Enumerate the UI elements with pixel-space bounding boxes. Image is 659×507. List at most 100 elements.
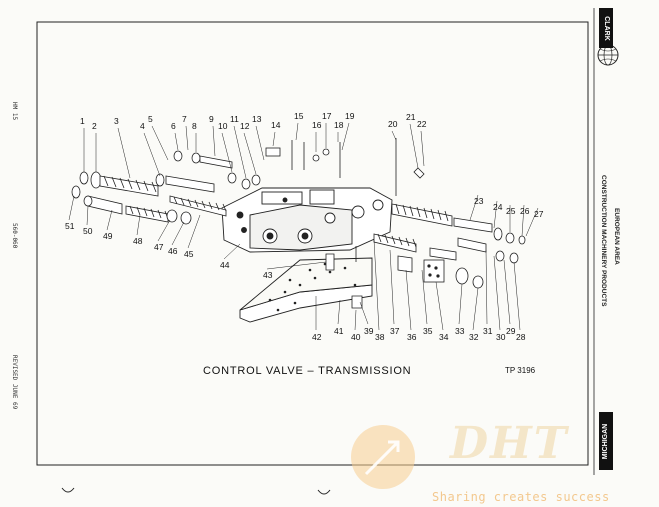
- watermark-brand: DHT: [450, 418, 569, 469]
- lower-small-parts: [325, 246, 363, 309]
- callout-1: 1: [80, 116, 85, 126]
- leader-line-36: [405, 269, 412, 331]
- callout-48: 48: [133, 236, 143, 246]
- leader-line-30: [493, 255, 501, 331]
- callout-51: 51: [65, 221, 75, 231]
- base-plate: [239, 257, 373, 323]
- callout-13: 13: [252, 114, 262, 124]
- callout-25: 25: [506, 206, 516, 216]
- leader-line-5: [151, 125, 169, 161]
- callout-20: 20: [388, 119, 398, 129]
- leader-line-46: [171, 221, 185, 246]
- leader-line-29: [503, 259, 511, 325]
- callout-37: 37: [390, 326, 400, 336]
- callout-29: 29: [506, 326, 516, 336]
- leader-line-27: [525, 207, 539, 237]
- callout-34: 34: [439, 332, 449, 342]
- leader-line-3: [117, 127, 131, 179]
- callout-42: 42: [312, 332, 322, 342]
- callout-8: 8: [192, 121, 197, 131]
- margin-hm-code: HM 15: [11, 102, 18, 121]
- watermark-logo-icon: [351, 425, 415, 489]
- leader-line-12: [243, 132, 257, 175]
- callout-47: 47: [154, 242, 164, 252]
- leader-line-45: [187, 214, 201, 249]
- leader-line-31: [485, 249, 488, 325]
- michigan-brand-text: MICHIGAN: [602, 423, 610, 459]
- leader-line-13: [255, 125, 265, 161]
- leader-line-40: [354, 309, 357, 331]
- callout-17: 17: [322, 111, 332, 121]
- leader-line-43: [266, 261, 327, 270]
- diagram-title: CONTROL VALVE – TRANSMISSION: [203, 365, 412, 377]
- leader-line-50: [86, 205, 89, 226]
- callout-26: 26: [520, 206, 530, 216]
- callout-40: 40: [351, 332, 361, 342]
- callout-2: 2: [92, 121, 97, 131]
- valve-body: [221, 187, 393, 253]
- callout-31: 31: [483, 326, 493, 336]
- callout-43: 43: [263, 270, 273, 280]
- right-components: [373, 138, 526, 289]
- margin-part-code: 560-060: [11, 223, 18, 249]
- leader-line-47: [157, 219, 171, 242]
- leader-line-44: [223, 243, 241, 260]
- leader-line-14: [272, 131, 276, 147]
- callout-9: 9: [209, 114, 214, 124]
- leader-line-22: [420, 130, 425, 167]
- callout-10: 10: [218, 121, 228, 131]
- callout-4: 4: [140, 121, 145, 131]
- leader-line-10: [221, 132, 233, 173]
- callout-15: 15: [294, 111, 304, 121]
- callout-39: 39: [364, 326, 374, 336]
- callout-12: 12: [240, 121, 250, 131]
- leader-line-51: [68, 195, 75, 221]
- leader-line-28: [513, 261, 521, 331]
- header-european-area: EUROPEAN AREA: [613, 208, 620, 265]
- callout-30: 30: [496, 332, 506, 342]
- callout-5: 5: [148, 114, 153, 124]
- header-construction-products: CONSTRUCTION MACHINERY PRODUCTS: [600, 175, 607, 307]
- callout-35: 35: [423, 326, 433, 336]
- leader-line-11: [233, 125, 247, 179]
- leader-line-19: [341, 122, 350, 151]
- callout-3: 3: [114, 116, 119, 126]
- leader-line-26: [521, 204, 525, 237]
- leader-line-49: [106, 209, 113, 231]
- callout-16: 16: [312, 120, 322, 130]
- margin-revision: REVISED JUNE 69: [11, 355, 18, 410]
- callout-7: 7: [182, 114, 187, 124]
- leader-line-48: [136, 214, 141, 236]
- leader-line-39: [359, 301, 369, 325]
- callout-32: 32: [469, 332, 479, 342]
- callout-41: 41: [334, 326, 344, 336]
- callout-28: 28: [516, 332, 526, 342]
- callout-27: 27: [534, 209, 544, 219]
- leader-line-6: [174, 132, 179, 151]
- plate-number: TP 3196: [505, 366, 536, 375]
- clark-brand-box: CLARK: [599, 8, 613, 48]
- leader-line-34: [435, 281, 444, 331]
- leader-line-35: [421, 269, 428, 325]
- callout-11: 11: [230, 114, 239, 124]
- page-border: [36, 21, 589, 466]
- callout-18: 18: [334, 120, 344, 130]
- watermark-slogan: Sharing creates success: [432, 490, 610, 504]
- callout-21: 21: [406, 112, 416, 122]
- callout-leader-lines: [68, 122, 539, 331]
- leader-line-21: [409, 123, 419, 169]
- callout-44: 44: [220, 260, 230, 270]
- callout-19: 19: [345, 111, 355, 121]
- michigan-brand-box: MICHIGAN: [599, 412, 613, 470]
- leader-line-32: [472, 287, 479, 331]
- callout-6: 6: [171, 121, 176, 131]
- clark-brand-text: CLARK: [602, 15, 610, 41]
- leader-line-9: [212, 125, 216, 157]
- callout-33: 33: [455, 326, 465, 336]
- leader-line-24: [493, 200, 498, 229]
- leader-line-20: [391, 130, 397, 141]
- callout-14: 14: [271, 120, 281, 130]
- callout-46: 46: [168, 246, 178, 256]
